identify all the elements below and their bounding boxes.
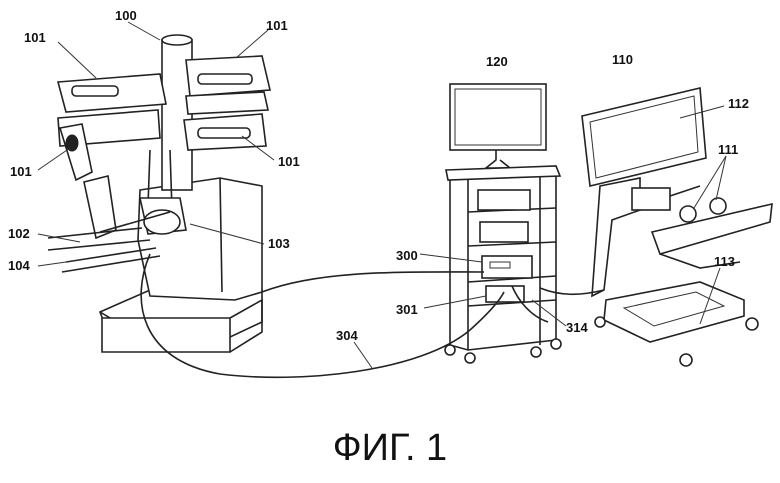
label-101-top-left: 101 xyxy=(24,30,46,45)
label-101-left: 101 xyxy=(10,164,32,179)
label-314: 314 xyxy=(566,320,588,335)
label-300: 300 xyxy=(396,248,418,263)
label-113: 113 xyxy=(714,254,735,269)
figure-caption: ФИГ. 1 xyxy=(333,427,447,469)
label-120: 120 xyxy=(486,54,508,69)
label-101-right: 101 xyxy=(278,154,300,169)
patient-side-cart xyxy=(48,35,270,352)
label-100: 100 xyxy=(115,8,137,23)
label-103: 103 xyxy=(268,236,290,251)
label-304: 304 xyxy=(336,328,358,343)
label-112: 112 xyxy=(728,96,749,111)
label-110: 110 xyxy=(612,52,633,67)
label-102: 102 xyxy=(8,226,30,241)
label-104: 104 xyxy=(8,258,30,273)
label-111: 111 xyxy=(718,142,738,157)
surgeon-console xyxy=(582,88,772,366)
label-101-top-right: 101 xyxy=(266,18,288,33)
label-301: 301 xyxy=(396,302,418,317)
